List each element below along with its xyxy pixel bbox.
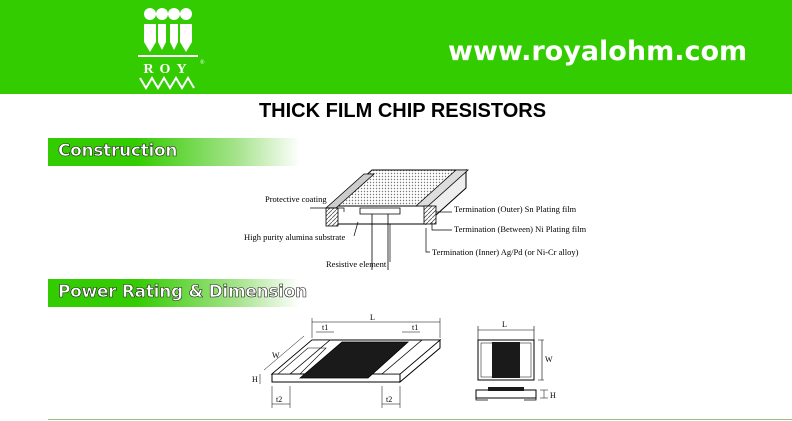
footer-divider xyxy=(48,419,792,420)
dim-label-t1-right: t1 xyxy=(412,323,418,332)
dimension-drawing-perspective: L t1 t1 W H t2 t2 xyxy=(252,313,442,408)
construction-diagram: Protective coating High purity alumina s… xyxy=(244,168,586,270)
label-termination-between: Termination (Between) Ni Plating film xyxy=(454,224,586,234)
dimension-drawing-views: L W H xyxy=(475,320,556,401)
dim-label-W: W xyxy=(272,351,280,360)
dim-label-L-view: L xyxy=(502,320,507,329)
dim-label-W-view: W xyxy=(545,355,553,364)
dim-label-t2-left: t2 xyxy=(276,395,282,404)
page-title: THICK FILM CHIP RESISTORS xyxy=(258,100,547,122)
website-url[interactable]: www.royalohm.com xyxy=(448,36,748,67)
header-bar: ROY ® www.royalohm.com xyxy=(0,0,792,94)
dim-label-H-view: H xyxy=(550,391,556,400)
svg-text:®: ® xyxy=(200,59,205,66)
chip-body xyxy=(324,168,470,270)
power-rating-section-banner: Power Rating & Dimension xyxy=(48,279,308,307)
power-rating-heading: Power Rating & Dimension xyxy=(58,282,308,303)
label-termination-inner: Termination (Inner) Ag/Pd (or Ni-Cr allo… xyxy=(432,247,579,257)
svg-text:ROY: ROY xyxy=(143,62,192,77)
label-termination-outer: Termination (Outer) Sn Plating film xyxy=(454,204,577,214)
dim-label-t2-right: t2 xyxy=(386,395,392,404)
royal-ohm-logo: ROY ® xyxy=(138,8,205,90)
label-alumina-substrate: High purity alumina substrate xyxy=(244,232,346,242)
dim-label-L: L xyxy=(370,313,375,322)
label-protective-coating: Protective coating xyxy=(265,194,327,204)
dim-label-H: H xyxy=(252,375,258,384)
label-resistive-element: Resistive element xyxy=(326,259,387,269)
construction-section-banner: Construction xyxy=(48,138,300,166)
dim-label-t1-left: t1 xyxy=(322,323,328,332)
construction-heading: Construction xyxy=(58,141,178,162)
